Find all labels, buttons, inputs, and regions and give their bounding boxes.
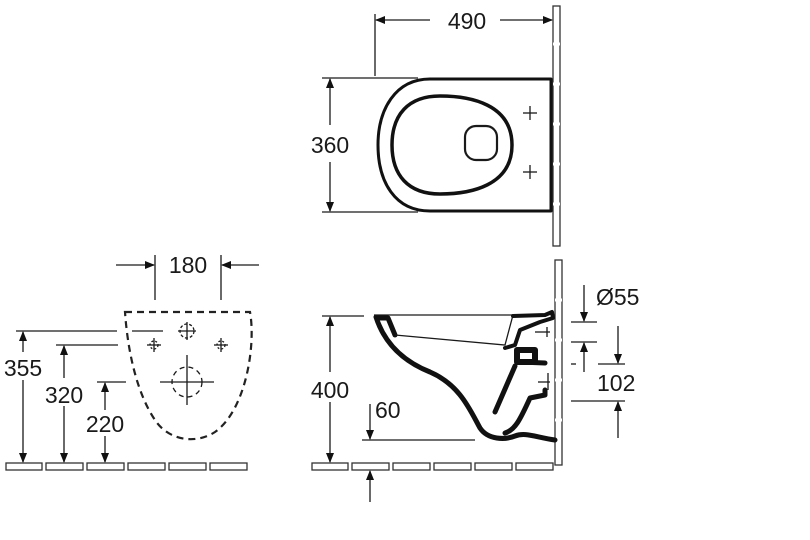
bowl-outline-top: [376, 77, 553, 213]
height-355-label: 355: [4, 355, 42, 381]
depth-dimension-label: 360: [311, 132, 349, 158]
fixing-hole-icon: [147, 322, 228, 405]
fixing-spacing-label: 180: [169, 252, 207, 278]
trap-offset-label: 60: [375, 397, 401, 423]
side-view: 400 60 Ø55 102: [311, 259, 639, 502]
wall-side: [554, 259, 563, 466]
height-320-label: 320: [45, 382, 83, 408]
floor-side: [311, 462, 554, 471]
bowl-outline-dashed: [123, 310, 253, 441]
inlet-diameter-label: Ø55: [596, 284, 639, 310]
bowl-inner-top: [390, 94, 514, 196]
wall-top: [552, 5, 561, 247]
outlet-opening-top: [463, 124, 499, 162]
outlet-offset-label: 102: [597, 370, 635, 396]
width-dimension-label: 490: [448, 8, 486, 34]
floor-left: [5, 462, 248, 471]
toilet-profile: [373, 310, 558, 443]
fixing-cross-icon: [523, 106, 537, 179]
rim-height-label: 400: [311, 377, 349, 403]
height-220-label: 220: [86, 411, 124, 437]
top-view: 490 360: [311, 5, 561, 247]
front-view: 180 355 320 220: [4, 252, 259, 471]
